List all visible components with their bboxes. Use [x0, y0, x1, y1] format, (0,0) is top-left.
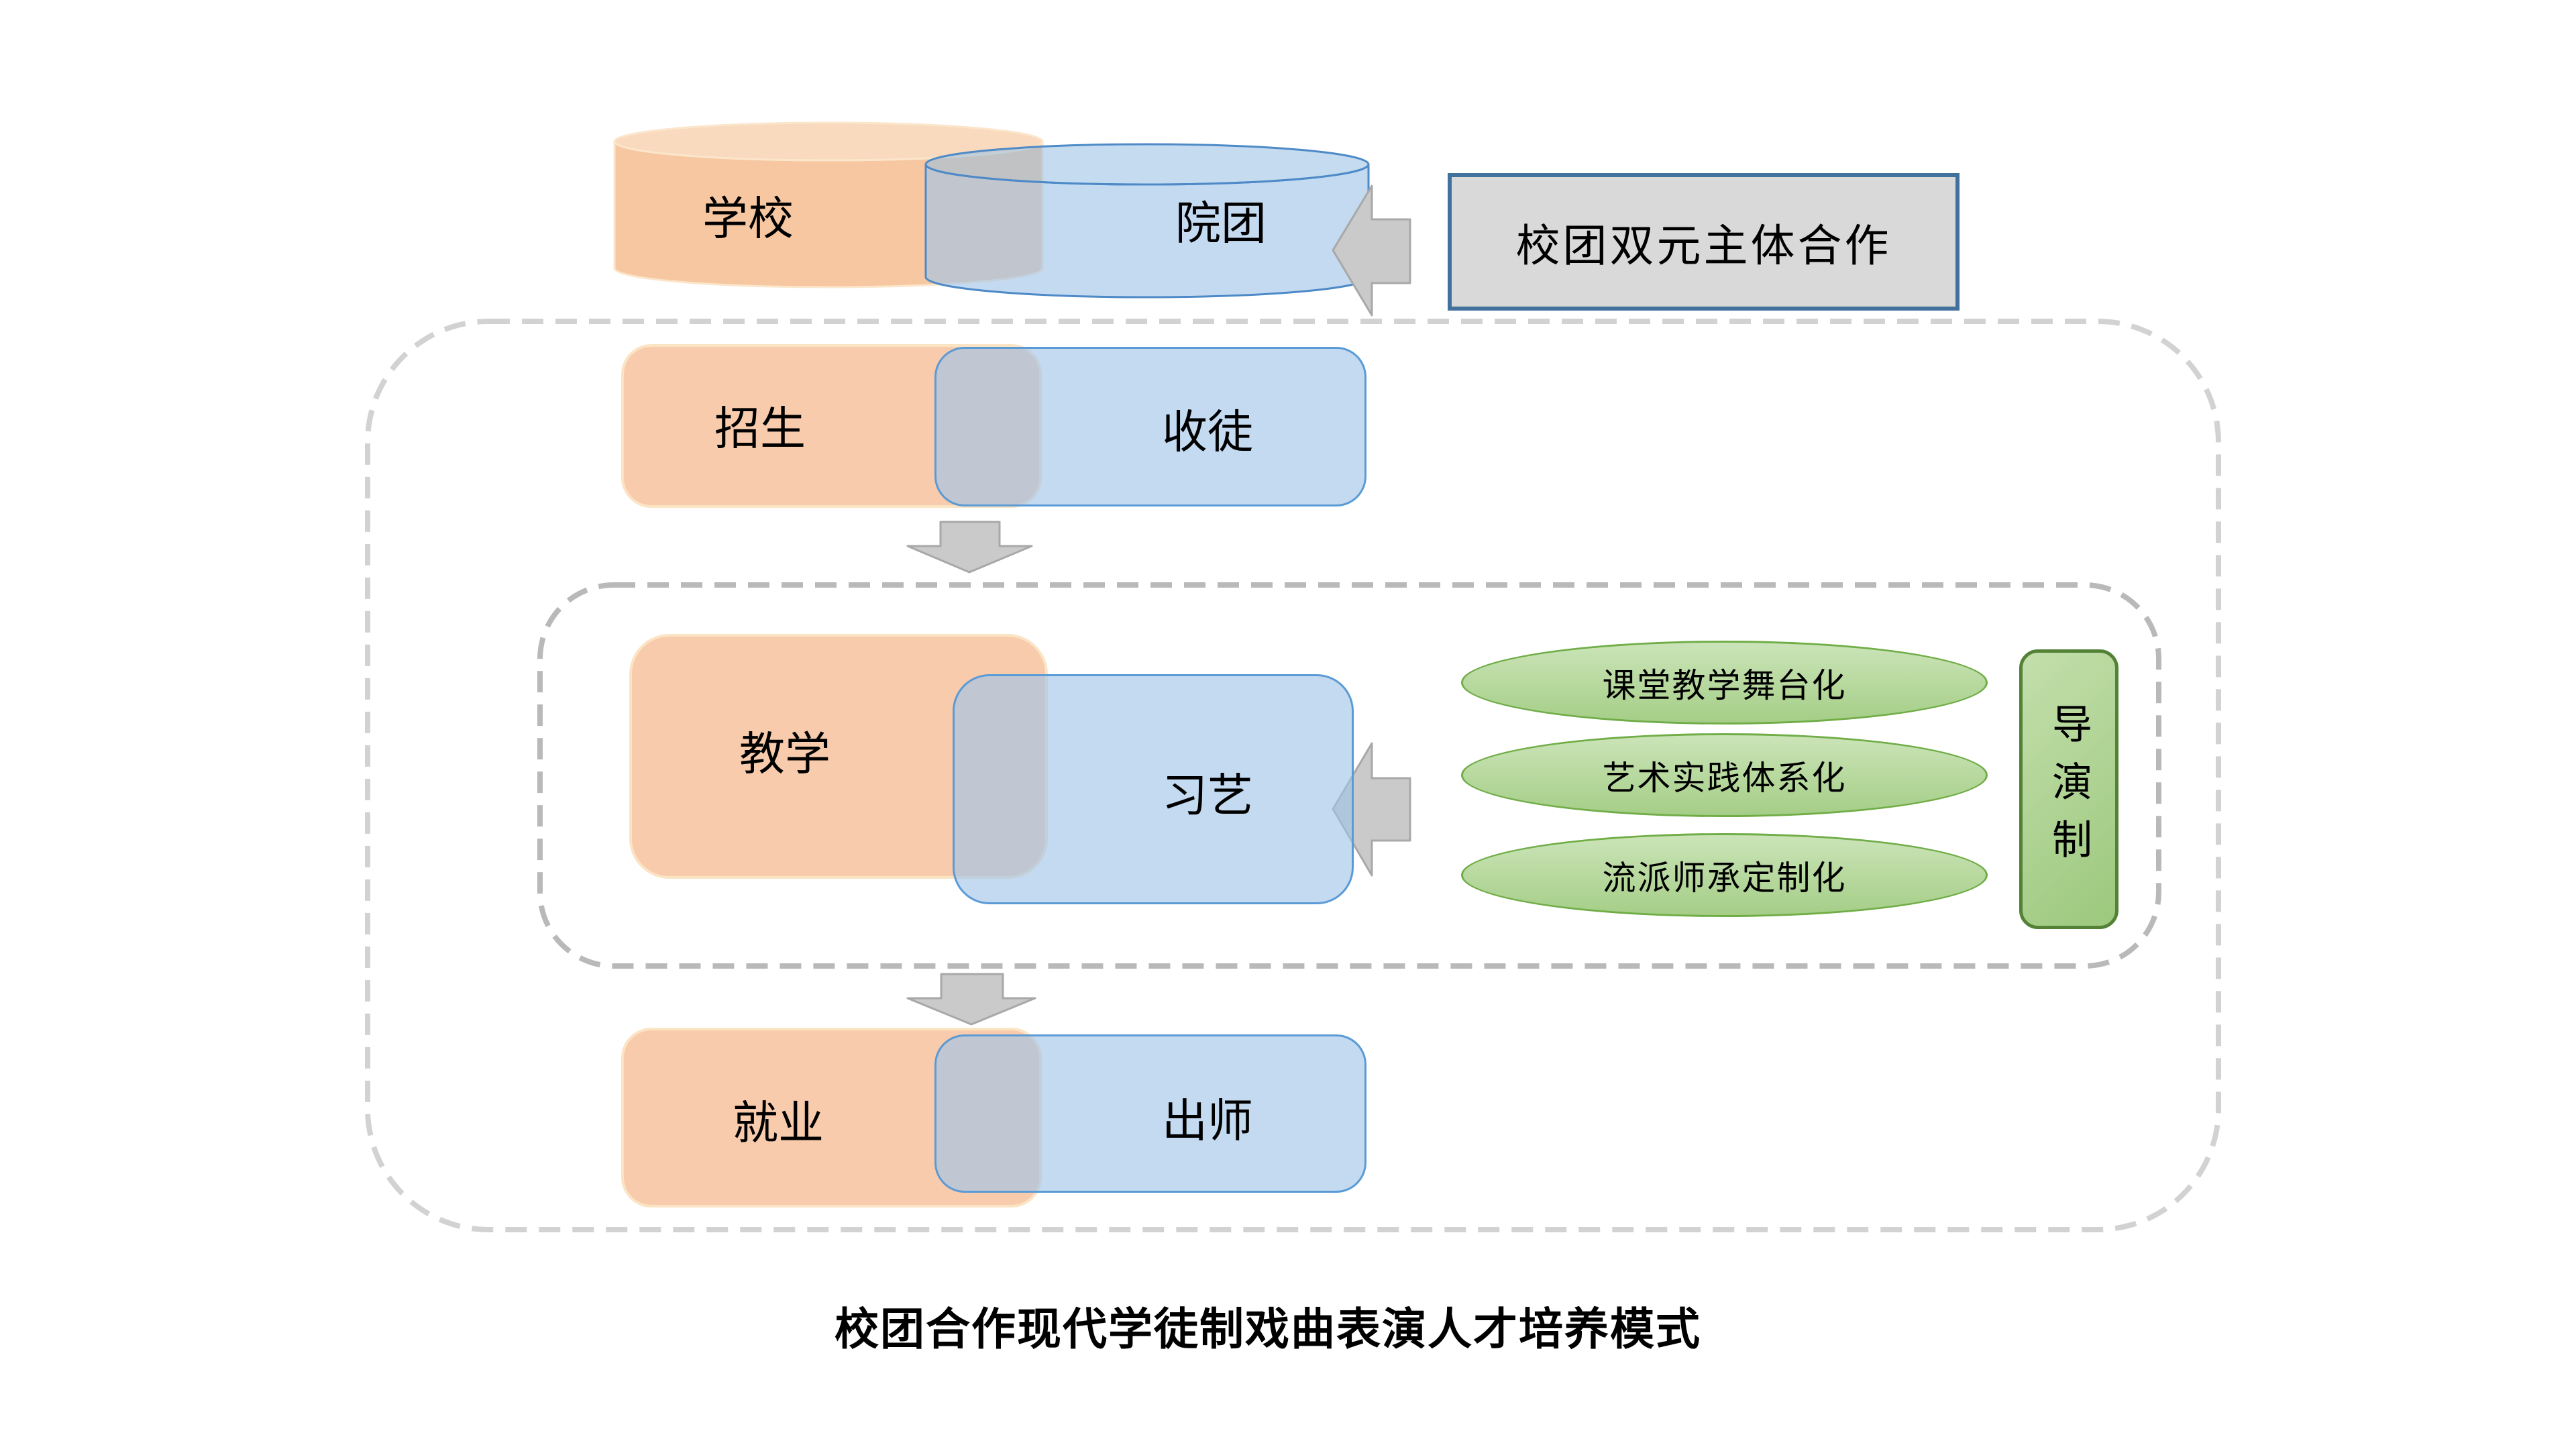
inner-dashed-container — [537, 582, 2161, 969]
outer-dashed-container — [365, 319, 2221, 1232]
method-bubble-practice: 艺术实践体系化 — [1461, 733, 1988, 817]
graduate-label: 出师 — [1161, 1095, 1254, 1147]
director-system-box: 导演制 — [2019, 649, 2118, 929]
method-bubble-classroom: 课堂教学舞台化 — [1461, 641, 1988, 724]
arrow-down-icon-1 — [906, 521, 1033, 574]
arrow-down-icon-2 — [906, 973, 1036, 1026]
teach-label: 教学 — [739, 729, 831, 780]
practice-label: 习艺 — [1161, 770, 1254, 822]
diagram-caption: 校团合作现代学徒制戏曲表演人才培养模式 — [835, 1304, 1701, 1354]
arrow-left-icon-methods — [1332, 742, 1411, 877]
cooperation-box: 校团双元主体合作 — [1448, 173, 1960, 311]
graduate-box — [934, 1034, 1366, 1193]
troupe-label: 院团 — [1175, 198, 1267, 250]
director-system-label: 导演制 — [2046, 702, 2092, 876]
employ-label: 就业 — [732, 1097, 824, 1149]
enroll-label: 招生 — [714, 403, 806, 455]
troupe-cylinder — [924, 143, 1370, 299]
apprentice-label: 收徒 — [1161, 407, 1254, 458]
arrow-left-icon-cooperation — [1332, 184, 1411, 317]
practice-box — [953, 674, 1354, 904]
apprentice-box — [934, 347, 1366, 506]
method-bubble-lineage: 流派师承定制化 — [1461, 833, 1988, 917]
school-label: 学校 — [702, 193, 794, 245]
